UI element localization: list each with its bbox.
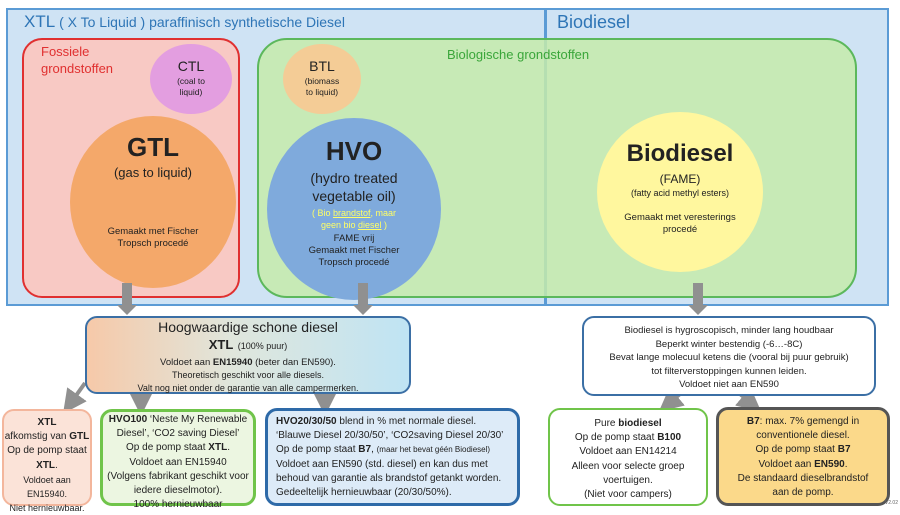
biodiesel-info-box: Biodiesel is hygroscopisch, minder lang …: [582, 316, 876, 396]
biodiesel-description-full: (fatty acid methyl esters): [630, 188, 730, 198]
arrow-biodiesel-shaft: [693, 283, 703, 305]
high-quality-diesel-details: Voldoet aan EN15940 (beter dan EN590). T…: [137, 357, 359, 393]
gtl-name: GTL: [127, 132, 179, 162]
ctl-name: CTL: [177, 58, 205, 74]
arrow-biodiesel-head: [688, 305, 708, 315]
biodiesel-circle: Biodiesel (FAME) (fatty acid methyl este…: [597, 112, 763, 272]
card-b7: B7: max. 7% gemengd in conventionele die…: [716, 407, 890, 506]
card-pure-biodiesel: Pure biodiesel Op de pomp staat B100 Vol…: [548, 408, 708, 506]
hvo-name: HVO: [325, 136, 383, 166]
arrow-to-xtl-card: [63, 381, 87, 414]
arrow-gtl-head: [117, 305, 137, 315]
gtl-description: (gas to liquid): [113, 165, 193, 180]
arrow-gtl-shaft: [122, 283, 132, 305]
arrow-hvo-head: [353, 305, 373, 315]
hvo-note: ( Bio brandstof, maar geen bio diesel ): [311, 208, 397, 230]
xtl-region-title: XTL ( X To Liquid ) paraffinisch synthet…: [24, 12, 345, 31]
high-quality-diesel-title: Hoogwaardige schone diesel: [158, 319, 338, 335]
arrow-hvo-shaft: [358, 283, 368, 305]
biodiesel-region-title: Biodiesel: [557, 12, 631, 32]
biological-feedstock-title: Biologische grondstoffen: [447, 47, 590, 62]
card-hvo100: HVO100 ‘Neste My Renewable Diesel’, ‘CO2…: [100, 409, 256, 510]
card-hvo20-30-50: HVO20/30/50 blend in % met normale diese…: [265, 408, 520, 506]
version-label: V2.02: [884, 500, 898, 506]
card-xtl: XTL afkomstig van GTL Op de pomp staat X…: [2, 409, 92, 513]
btl-name: BTL: [309, 58, 335, 74]
biodiesel-name: Biodiesel: [626, 140, 734, 167]
high-quality-diesel-box: Hoogwaardige schone diesel XTL (100% puu…: [85, 316, 411, 394]
biodiesel-description: (FAME): [659, 172, 701, 186]
high-quality-diesel-xtl: XTL (100% puur): [208, 337, 288, 352]
